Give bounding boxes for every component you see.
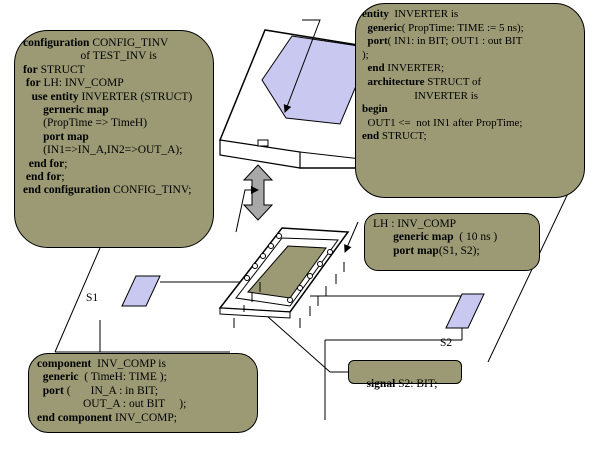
component-line: port ( IN_A : in BIT; (37, 385, 249, 398)
entity-keyword: end (362, 130, 380, 143)
config-text: CONFIG_TINV (89, 37, 169, 49)
entity-keyword: entity (362, 8, 389, 20)
config-keyword: for (23, 63, 38, 76)
entity-line: port( IN1: in BIT; OUT1 : out BIT (362, 35, 578, 49)
config-line: (IN1=>IN_A,IN2=>OUT_A); (23, 144, 205, 157)
component-text: ( TimeH: TIME ); (78, 371, 167, 384)
entity-text: ( PropTime: TIME := 5 ns); (401, 21, 524, 34)
entity-keyword: end (362, 62, 385, 75)
config-text: LH: INV_COMP (40, 77, 124, 90)
component-keyword: port (37, 384, 64, 397)
config-line: for LH: INV_COMP (23, 77, 205, 90)
entity-keyword: architecture (362, 75, 425, 88)
config-text: (PropTime => TimeH) (23, 117, 148, 130)
config-line: gerneric map (23, 104, 205, 117)
entity-keyword: generic (362, 21, 402, 34)
config-text: of TEST_INV is (23, 50, 157, 63)
config-text: STRUCT (37, 63, 85, 76)
entity-line: end INVERTER; (362, 62, 578, 76)
config-keyword: for (23, 77, 41, 90)
entity-line: entity INVERTER is (362, 8, 578, 22)
signal-keyword: signal (366, 378, 396, 391)
signal-s1-shape (121, 275, 161, 307)
config-text: INVERTER (STRUCT) (78, 90, 193, 103)
entity-line: ); (362, 49, 578, 63)
configuration-code-box: configuration CONFIG_TINV of TEST_INV is… (14, 30, 214, 248)
config-keyword: end for (23, 157, 65, 170)
entity-text: OUT1 <= not IN1 after PropTime; (362, 116, 523, 129)
config-line: use entity INVERTER (STRUCT) (23, 91, 205, 104)
component-keyword: generic (37, 371, 79, 384)
config-line: end for; (23, 171, 205, 184)
config-keyword: end configuration (23, 184, 111, 197)
entity-keyword: begin (362, 103, 388, 116)
entity-text: ); (362, 48, 369, 61)
signal-s2-shape (445, 293, 485, 329)
signal-declaration-box: signal S2: BIT; (348, 360, 462, 390)
entity-text: INVERTER is (388, 8, 459, 20)
config-line: of TEST_INV is (23, 50, 205, 63)
component-text: ( IN_A : in BIT; (63, 384, 159, 397)
entity-line: OUT1 <= not IN1 after PropTime; (362, 117, 578, 131)
entity-text: INVERTER is (362, 89, 479, 102)
signal-text: S2: BIT; (395, 378, 438, 391)
instance-line: generic map ( 10 ns ) (373, 231, 531, 244)
entity-text: INVERTER; (384, 62, 445, 75)
component-keyword: end component (37, 411, 113, 424)
instance-code-box: LH : INV_COMP generic map ( 10 ns ) port… (364, 213, 540, 271)
entity-keyword: port (362, 35, 388, 48)
config-line: configuration CONFIG_TINV (23, 37, 205, 50)
config-text: (IN1=>IN_A,IN2=>OUT_A); (23, 144, 183, 157)
component-keyword: component (37, 358, 92, 370)
config-keyword: end for (23, 171, 62, 184)
entity-line: architecture STRUCT of (362, 76, 578, 90)
config-keyword: configuration (23, 37, 90, 49)
entity-code-box: entity INVERTER is generic( PropTime: TI… (355, 3, 585, 198)
config-text: ; (61, 171, 65, 184)
entity-text: STRUCT of (424, 75, 482, 88)
instance-text: (S1, S2); (438, 244, 480, 257)
config-line: end configuration CONFIG_TINV; (23, 184, 205, 197)
component-line: generic ( TimeH: TIME ); (37, 371, 249, 384)
instance-keyword: generic map (373, 231, 454, 244)
entity-line: generic( PropTime: TIME := 5 ns); (362, 22, 578, 36)
insert-arrow (235, 164, 274, 233)
config-line: for STRUCT (23, 64, 205, 77)
config-line: (PropTime => TimeH) (23, 117, 205, 130)
entity-line: INVERTER is (362, 90, 578, 104)
instance-line: port map(S1, S2); (373, 245, 531, 258)
entity-text: STRUCT; (379, 130, 427, 143)
entity-line: end STRUCT; (362, 130, 578, 144)
config-line: port map (23, 131, 205, 144)
config-keyword: port map (23, 130, 89, 143)
entity-line: begin (362, 103, 578, 117)
instance-line: LH : INV_COMP (373, 218, 531, 231)
component-text: INV_COMP is (91, 358, 166, 370)
config-text: CONFIG_TINV; (110, 184, 192, 197)
component-code-box: component INV_COMP is generic ( TimeH: T… (28, 353, 258, 433)
config-text: ; (64, 157, 68, 170)
config-line: end for; (23, 158, 205, 171)
component-text: OUT_A : out BIT ); (37, 398, 187, 411)
label-s1: S1 (86, 292, 99, 304)
instance-keyword: port map (373, 244, 439, 257)
entity-text: ( IN1: in BIT; OUT1 : out BIT (387, 35, 523, 48)
config-keyword: gerneric map (23, 104, 109, 117)
label-s2: S2 (440, 337, 453, 349)
instance-text: LH : INV_COMP (373, 218, 457, 230)
component-line: end component INV_COMP; (37, 412, 249, 425)
instance-text: ( 10 ns ) (453, 231, 498, 244)
component-line: OUT_A : out BIT ); (37, 398, 249, 411)
chip-socket (218, 221, 359, 328)
config-keyword: use entity (23, 90, 79, 103)
component-text: INV_COMP; (112, 411, 177, 424)
component-line: component INV_COMP is (37, 358, 249, 371)
